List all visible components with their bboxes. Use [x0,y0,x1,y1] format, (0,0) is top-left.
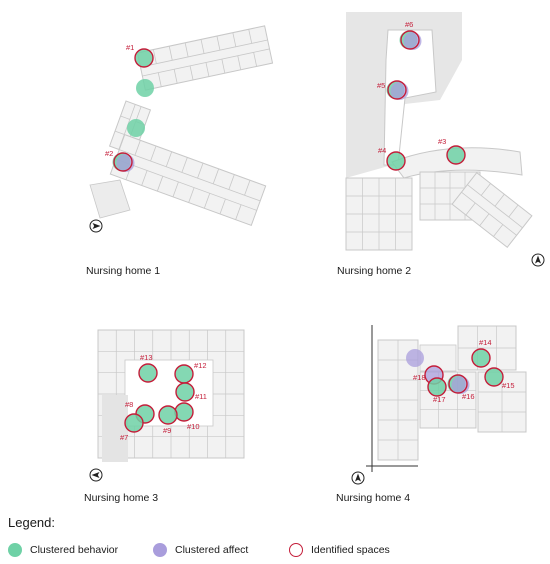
legend-label-behavior: Clustered behavior [30,544,119,556]
identified-space-ring [113,152,133,172]
clustered-behavior-dot [175,365,193,383]
clustered-behavior-dot [136,79,154,97]
space-label: #15 [502,381,515,390]
space-label: #13 [140,353,153,362]
space-label: #14 [479,338,492,347]
space-label: #11 [195,392,207,401]
legend-title: Legend: [8,515,55,530]
identified-space-ring [400,30,420,50]
space-marker: #7 [120,413,144,442]
space-label: #10 [187,422,200,431]
clustered-behavior-dot [447,146,465,164]
space-label: #16 [462,392,475,401]
space-marker: #6 [399,20,422,50]
clustered-behavior-dot [125,414,143,432]
space-marker: #5 [377,80,409,100]
space-marker: #15 [484,367,515,390]
caption-nursing-home-3: Nursing home 3 [84,492,159,504]
legend-label-identified: Identified spaces [311,544,390,556]
space-marker [136,79,154,97]
space-label: #18 [413,373,426,382]
identified-space-ring [448,374,468,394]
clustered-behavior-dot [387,152,405,170]
identified-space-ring [471,348,491,368]
space-label: #8 [125,400,133,409]
legend-item-behavior: Clustered behavior [8,543,118,557]
north-arrow-up-icon [531,253,545,267]
space-label: #6 [405,20,413,29]
space-marker: #11 [175,382,207,402]
plan-nursing-home-4 [366,325,527,472]
identified-space-ring [386,151,406,171]
space-label: #5 [377,81,385,90]
clustered-behavior-dot [135,49,153,67]
space-marker: #1 [126,43,154,68]
space-label: #17 [433,395,446,404]
north-arrow-right-icon [89,219,103,233]
space-label: #12 [194,361,207,370]
identified-space-ring [446,145,466,165]
north-arrows [89,219,545,485]
space-label: #7 [120,433,128,442]
plan-nursing-home-3 [97,329,245,462]
clustered-behavior-dot [428,378,446,396]
caption-nursing-home-2: Nursing home 2 [337,265,412,277]
floor-plans [89,12,533,472]
caption-nursing-home-1: Nursing home 1 [86,265,161,277]
clustered-behavior-dot [176,383,194,401]
identified-space-ring [175,382,195,402]
clustered-affect-dot [406,349,424,367]
behavior-swatch-icon [8,543,22,557]
identified-swatch-icon [289,543,303,557]
plan-nursing-home-1 [89,25,274,227]
legend-item-affect: Clustered affect [153,543,248,557]
space-markers: #1 #2 #6 #5 #4 #3 #13 #12 #11 #10 #9 #8 #7 #14 #18 #17 #… [105,20,515,442]
clustered-behavior-dot [175,403,193,421]
identified-space-ring [484,367,504,387]
caption-nursing-home-4: Nursing home 4 [336,492,411,504]
space-label: #9 [163,426,171,435]
space-marker: #4 [378,146,406,171]
space-marker: #16 [447,374,475,401]
space-label: #4 [378,146,386,155]
identified-space-ring [387,80,407,100]
space-marker: #9 [158,405,178,435]
identified-space-ring [124,413,144,433]
space-marker: #13 [138,353,158,383]
clustered-behavior-dot [127,119,145,137]
north-arrow-left-icon [89,468,103,482]
identified-space-ring [134,48,154,68]
space-label: #2 [105,149,113,158]
space-marker: #2 [105,149,135,172]
north-arrow-up-icon [351,471,365,485]
space-marker [127,119,145,137]
identified-space-ring [158,405,178,425]
clustered-behavior-dot [139,364,157,382]
clustered-behavior-dot [472,349,490,367]
clustered-behavior-dot [159,406,177,424]
clustered-behavior-dot [485,368,503,386]
plan-nursing-home-2 [345,12,533,251]
legend-item-identified: Identified spaces [289,543,390,557]
space-label: #3 [438,137,446,146]
legend-label-affect: Clustered affect [175,544,249,556]
space-marker: #17 [427,377,447,404]
identified-space-ring [138,363,158,383]
space-marker: #14 [471,338,492,368]
space-marker [406,349,424,367]
space-label: #1 [126,43,134,52]
identified-space-ring [427,377,447,397]
space-marker: #3 [438,137,466,165]
affect-swatch-icon [153,543,167,557]
